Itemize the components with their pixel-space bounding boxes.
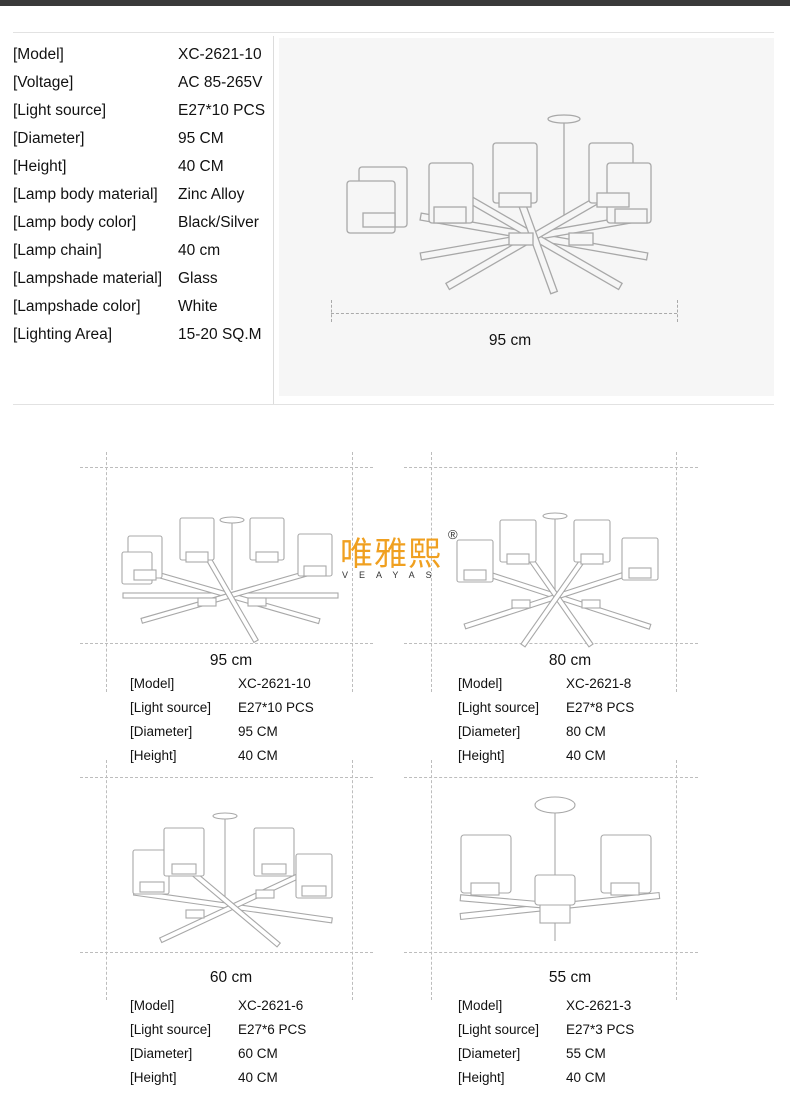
panel2-dimension-label: 80 cm	[548, 652, 592, 669]
spec-label: [Lamp body material]	[13, 186, 158, 203]
spec-value: XC-2621-8	[566, 676, 632, 691]
spec-label: [Height]	[13, 158, 67, 175]
spec-value: 95 CM	[238, 724, 278, 739]
spec-value: E27*3 PCS	[566, 1022, 635, 1037]
spec-label: [Height]	[458, 748, 505, 763]
spec-value: 40 CM	[566, 748, 606, 763]
brand-latin-name: VEAYAS	[342, 570, 443, 580]
spec-label: [Height]	[130, 1070, 177, 1085]
spec-value: Glass	[178, 270, 218, 287]
panel1-top-guide	[80, 467, 373, 468]
panel4-dimension-label: 55 cm	[548, 969, 592, 986]
spec-value: 40 CM	[238, 1070, 278, 1085]
spec-label: [Model]	[458, 676, 503, 691]
mid-divider	[13, 404, 774, 405]
spec-value: 95 CM	[178, 130, 224, 147]
spec-label: [Diameter]	[458, 724, 521, 739]
spec-value: E27*10 PCS	[178, 102, 266, 119]
spec-label: [Light source]	[130, 1022, 212, 1037]
spec-value: 40 CM	[566, 1070, 606, 1085]
panel2-left-guide	[431, 452, 432, 692]
panel2-top-guide	[404, 467, 698, 468]
spec-label: [Model]	[130, 676, 175, 691]
spec-value: 40 CM	[238, 748, 278, 763]
panel2-right-guide	[676, 452, 677, 692]
panel3-dimension-label: 60 cm	[209, 969, 253, 986]
spec-label: [Light source]	[458, 700, 540, 715]
panel4-left-guide	[431, 760, 432, 1000]
chandelier-80-illustration	[456, 512, 659, 648]
panel3-right-guide	[352, 760, 353, 1000]
top-divider	[13, 32, 774, 33]
spec-label: [Diameter]	[130, 724, 193, 739]
hero-dimension-line	[331, 313, 677, 314]
spec-label: [Lamp body color]	[13, 214, 137, 231]
panel1-bottom-guide	[80, 643, 373, 644]
spec-value: 80 CM	[566, 724, 606, 739]
spec-label: [Voltage]	[13, 74, 74, 91]
spec-value: 60 CM	[238, 1046, 278, 1061]
chandelier-60-illustration	[132, 812, 333, 948]
spec-label: [Model]	[130, 998, 175, 1013]
spec-label: [Lighting Area]	[13, 326, 113, 343]
spec-label: [Model]	[13, 46, 64, 63]
spec-separator	[273, 36, 274, 404]
spec-value: 40 CM	[178, 158, 224, 175]
spec-value: Black/Silver	[178, 214, 259, 231]
panel3-top-guide	[80, 777, 373, 778]
chandelier-10-illustration	[346, 114, 652, 295]
spec-value: E27*8 PCS	[566, 700, 635, 715]
spec-value: XC-2621-6	[238, 998, 304, 1013]
panel2-bottom-guide	[404, 643, 698, 644]
spec-label: [Diameter]	[458, 1046, 521, 1061]
spec-label: [Height]	[458, 1070, 505, 1085]
hero-product-image: 95 cm	[279, 38, 774, 396]
chandelier-55-illustration	[459, 796, 661, 941]
spec-label: [Height]	[130, 748, 177, 763]
spec-label: [Lamp chain]	[13, 242, 102, 259]
spec-label: [Model]	[458, 998, 503, 1013]
panel3-left-guide	[106, 760, 107, 1000]
hero-dimension-tick-left	[331, 300, 332, 322]
panel4-right-guide	[676, 760, 677, 1000]
brand-chinese-name: 唯雅熙	[340, 534, 442, 573]
spec-label: [Light source]	[13, 102, 107, 119]
spec-label: [Diameter]	[13, 130, 85, 147]
spec-value: AC 85-265V	[178, 74, 263, 91]
brand-logo: 唯雅熙 ® VEAYAS	[340, 527, 470, 587]
spec-label: [Lampshade color]	[13, 298, 141, 315]
spec-value: 40 cm	[178, 242, 221, 259]
panel4-bottom-guide	[404, 952, 698, 953]
hero-dimension-label: 95 cm	[488, 332, 532, 349]
spec-label: [Light source]	[130, 700, 212, 715]
spec-value: XC-2621-10	[178, 46, 262, 63]
top-bar	[0, 0, 790, 6]
panel4-top-guide	[404, 777, 698, 778]
spec-label: [Light source]	[458, 1022, 540, 1037]
chandelier-95-illustration	[121, 516, 339, 644]
spec-label: [Diameter]	[130, 1046, 193, 1061]
registered-mark: ®	[448, 527, 458, 542]
spec-value: White	[178, 298, 218, 315]
hero-dimension-tick-right	[677, 300, 678, 322]
spec-value: 55 CM	[566, 1046, 606, 1061]
spec-value: Zinc Alloy	[178, 186, 245, 203]
panel1-dimension-label: 95 cm	[209, 652, 253, 669]
spec-value: E27*10 PCS	[238, 700, 314, 715]
spec-value: 15-20 SQ.M	[178, 326, 262, 343]
spec-label: [Lampshade material]	[13, 270, 163, 287]
spec-value: XC-2621-10	[238, 676, 311, 691]
panel3-bottom-guide	[80, 952, 373, 953]
panel1-left-guide	[106, 452, 107, 692]
spec-value: E27*6 PCS	[238, 1022, 307, 1037]
panel1-right-guide	[352, 452, 353, 692]
spec-value: XC-2621-3	[566, 998, 632, 1013]
